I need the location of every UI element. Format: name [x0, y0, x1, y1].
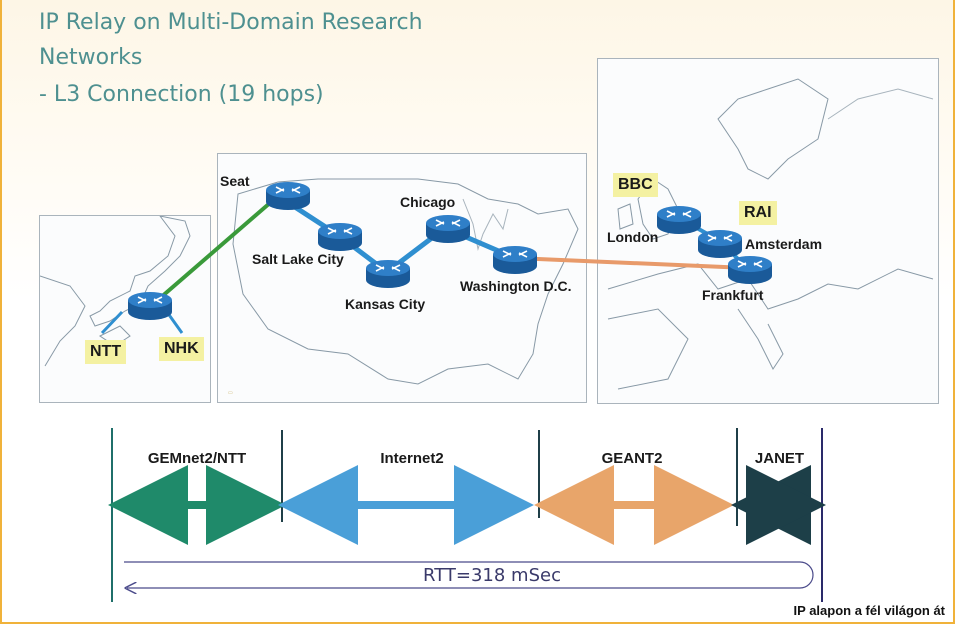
caption: IP alapon a fél világon át — [793, 603, 945, 618]
segment-label-janet: JANET — [754, 450, 805, 467]
tag-ntt: NTT — [85, 340, 127, 364]
segment-label-geant2: GEANT2 — [601, 450, 663, 467]
label-chicago: Chicago — [400, 194, 456, 210]
title-line-1: IP Relay on Multi-Domain Research — [39, 10, 423, 35]
label-frankfurt: Frankfurt — [702, 287, 764, 303]
link-transatlantic — [514, 256, 748, 270]
label-amsterdam: Amsterdam — [745, 236, 823, 252]
title-line-2: Networks — [39, 45, 143, 70]
segment-label-internet2: Internet2 — [380, 450, 444, 467]
label-london: London — [607, 229, 659, 245]
tag-bbc: BBC — [613, 173, 658, 197]
title-line-3: - L3 Connection (19 hops) — [39, 82, 324, 107]
tag-nhk: NHK — [159, 337, 204, 361]
europe-map — [597, 58, 939, 404]
segment-label-gemnet2: GEMnet2/NTT — [147, 450, 247, 467]
rtt-loop-arrow — [124, 561, 814, 588]
label-salt-lake-city: Salt Lake City — [252, 251, 344, 267]
link-ntt — [100, 310, 124, 335]
label-washington: Washington D.C. — [460, 278, 572, 294]
japan-map — [39, 215, 211, 403]
map-copyright-us: ▭ — [228, 390, 233, 396]
label-kansas-city: Kansas City — [345, 296, 426, 312]
link-japan-seattle — [150, 194, 280, 307]
tag-rai: RAI — [739, 201, 777, 225]
europe-map-outline — [607, 78, 934, 390]
label-seattle: Seat — [220, 173, 250, 189]
usa-map-outline — [232, 178, 579, 385]
rtt-label: RTT=318 mSec — [423, 565, 561, 586]
